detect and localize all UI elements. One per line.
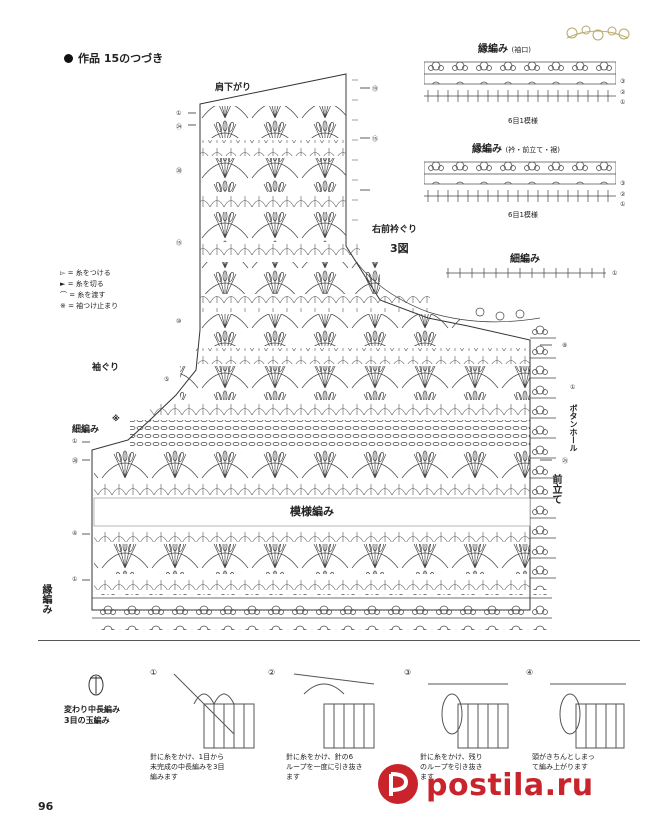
garment-chart — [82, 73, 556, 630]
legend-item: ▻ = 糸をつける — [60, 269, 111, 277]
step-illustration — [550, 683, 626, 749]
shoulder-label: 肩下がり — [215, 83, 252, 93]
legend-item: ⌒ = 糸を渡す — [60, 291, 106, 299]
right-front-neck-label: 右前衿ぐり — [372, 225, 418, 235]
row-number: ② — [620, 191, 626, 198]
pattern-label: 模様編み — [290, 505, 334, 518]
row-number: ① — [72, 438, 78, 445]
buttonhole-label: ボタンホール — [569, 404, 578, 452]
row-number: ⑳ — [176, 168, 183, 175]
asterisk-mark: ※ — [112, 414, 120, 423]
edging-vertical-label: 縁編み — [40, 584, 51, 614]
legend-item: ※ = 袖つけ止まり — [60, 302, 119, 310]
repeat-caption: 6目1模様 — [508, 117, 538, 125]
figure-label: 3図 — [390, 242, 409, 255]
step-illustration — [293, 673, 375, 749]
step-number: ④ — [526, 668, 534, 677]
row-number: ⑲ — [372, 86, 379, 93]
row-number: ㉔ — [176, 124, 183, 131]
row-number: ① — [570, 384, 576, 391]
row-number: ⑧ — [562, 342, 568, 349]
row-number: ① — [176, 110, 182, 117]
row-number: ① — [72, 576, 78, 583]
legend-item: ► = 糸を切る — [60, 280, 104, 288]
pattern-rows-lower — [94, 528, 530, 590]
row-number: ⑩ — [176, 318, 182, 325]
neck-edging — [345, 245, 541, 323]
single-crochet-sample-chart — [446, 268, 606, 278]
armhole-label: 袖ぐり — [92, 363, 120, 373]
front-edge-label: 前立て — [550, 474, 561, 504]
row-number: ① — [612, 270, 618, 277]
row-number: ⑤ — [164, 376, 170, 383]
bottom-edging — [92, 594, 552, 630]
edging-sample-chart-1 — [424, 61, 616, 102]
step-caption: 針に糸をかけ、1目から未完成の中長編みを3目編みます — [150, 753, 225, 781]
watermark: postila.ru — [426, 768, 594, 803]
step-number: ① — [150, 668, 158, 677]
page-title: 作品 15のつづき — [64, 50, 163, 66]
section-divider — [38, 640, 640, 641]
row-number: ④ — [72, 530, 78, 537]
row-number: ① — [620, 99, 626, 106]
row-number: ③ — [620, 180, 626, 187]
step-caption: 頭がきちんとしまって編み上がります — [532, 753, 595, 771]
stitch-name: 変わり中長編み 3目の玉編み — [64, 705, 120, 725]
top-stitch-marks — [345, 74, 358, 246]
edging-sample-title-2: 縁編み (衿・前立て・裾) — [472, 144, 560, 155]
step-caption: 針に糸をかけ、残りのループを引き抜きます — [420, 753, 483, 781]
row-arrows — [82, 87, 552, 581]
step-number: ③ — [404, 668, 412, 677]
symbol-legend: ▻ = 糸をつける ► = 糸を切る ⌒ = 糸を渡す ※ = 袖つけ止まり — [60, 268, 118, 312]
edging-sample-title-3: 細編み — [510, 254, 540, 265]
row-number: ⑮ — [372, 136, 379, 143]
bullet-icon — [64, 54, 73, 63]
step-illustration — [173, 673, 255, 749]
watermark-logo-icon — [378, 764, 418, 804]
row-number: ① — [620, 201, 626, 208]
edging-sample-chart-2 — [424, 161, 616, 202]
repeat-caption: 6目1模様 — [508, 211, 538, 219]
row-number: ② — [620, 89, 626, 96]
front-band-edging — [530, 320, 556, 590]
row-number: ㉕ — [562, 458, 569, 465]
fine-edge-label: 細編み — [72, 425, 100, 435]
decorative-motif-icon — [566, 25, 630, 41]
row-number: ③ — [620, 78, 626, 85]
step-illustration — [428, 683, 509, 749]
page-number: 96 — [38, 800, 54, 813]
row-number: ㉘ — [72, 458, 79, 465]
step-number: ② — [268, 668, 276, 677]
edging-sample-title-1: 縁編み (袖口) — [478, 44, 531, 55]
bobble-stitch-icon — [88, 674, 104, 696]
row-number: ⑮ — [176, 240, 183, 247]
pattern-rows-upper — [94, 106, 530, 496]
